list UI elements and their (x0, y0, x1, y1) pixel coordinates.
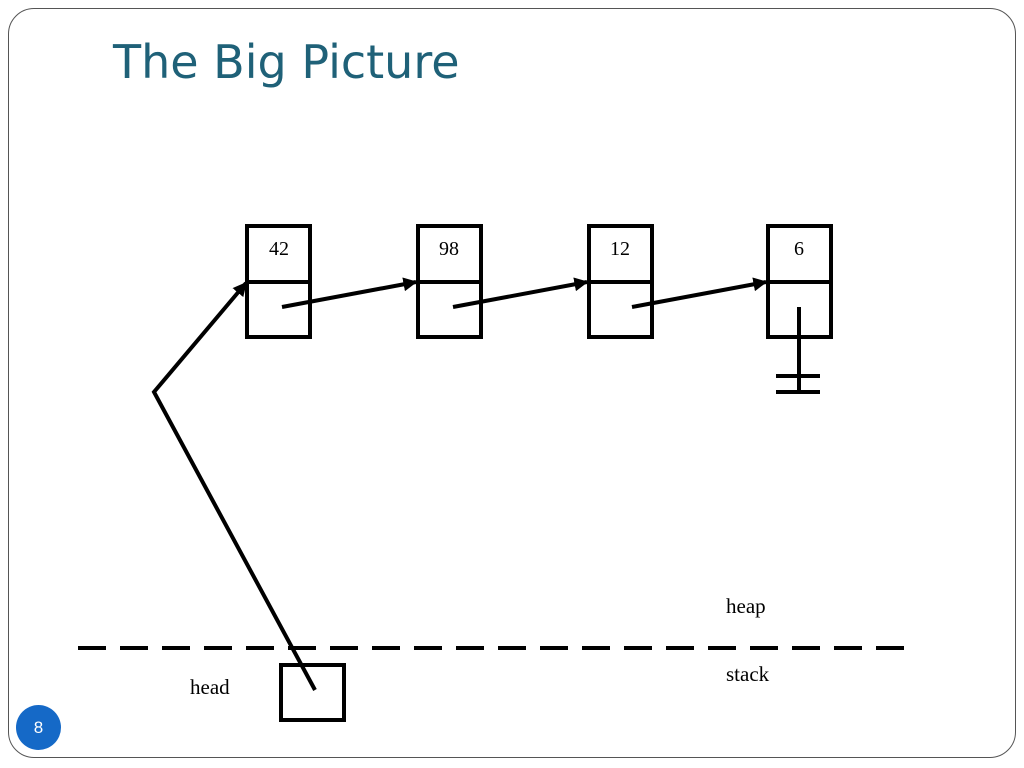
page-number: 8 (33, 717, 44, 737)
node-2-next-cell (416, 280, 483, 339)
stack-label: stack (726, 662, 770, 686)
slide-title: The Big Picture (113, 35, 460, 89)
node-2-value: 98 (439, 238, 459, 260)
list-node-3: 12 (587, 224, 654, 339)
list-node-2: 98 (416, 224, 483, 339)
page-number-badge: 8 (16, 705, 61, 750)
pointer-arrow-2-to-3 (452, 277, 589, 309)
node-3-value: 12 (610, 238, 630, 260)
pointer-arrow-1-to-2 (281, 277, 418, 309)
heap-label: heap (726, 594, 766, 618)
pointer-arrow-3-to-4 (631, 277, 768, 309)
node-1-value: 42 (269, 238, 289, 260)
head-label: head (190, 675, 230, 699)
null-pointer-ground-icon (776, 307, 820, 394)
head-variable-box (279, 663, 346, 722)
node-4-value: 6 (794, 238, 804, 260)
list-node-1: 42 (245, 224, 312, 339)
head-pointer-arrow (151, 281, 317, 691)
slide (8, 8, 1016, 758)
node-1-next-cell (245, 280, 312, 339)
node-3-next-cell (587, 280, 654, 339)
